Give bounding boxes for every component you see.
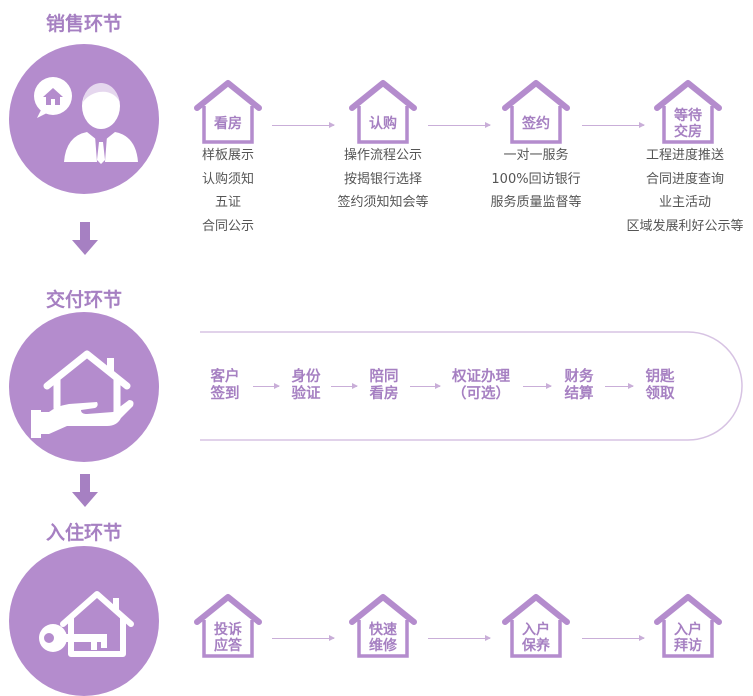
house-outline-icon (349, 594, 417, 658)
checkin-section-title: 入住环节 (45, 522, 122, 544)
sales-step-sign: 签约 (501, 78, 571, 148)
checkin-step-label: 入户保养 (522, 622, 550, 654)
checkin-step-visit: 入户拜访 (653, 592, 723, 662)
checkin-step-label: 快速维修 (369, 622, 397, 654)
sales-step-details: 工程进度推送 合同进度查询 业主活动 区域发展利好公示等 (626, 148, 744, 234)
sales-step-view: 看房 (193, 78, 263, 148)
flow-arrow (410, 383, 441, 389)
sales-step-details: 操作流程公示 按揭银行选择 签约须知知会等 (337, 148, 429, 210)
flow-arrow (523, 383, 552, 389)
flow-arrow (253, 383, 280, 389)
checkin-step-maintenance: 入户保养 (501, 592, 571, 662)
sales-section-title: 销售环节 (45, 13, 122, 35)
house-outline-icon (654, 80, 722, 144)
flow-arrow (428, 635, 491, 641)
flow-arrow (582, 635, 645, 641)
flow-arrow (331, 383, 358, 389)
delivery-step: 钥匙领取 (645, 369, 675, 402)
checkin-step-label: 投诉应答 (214, 622, 242, 654)
delivery-step: 陪同看房 (369, 369, 399, 402)
delivery-section-title: 交付环节 (45, 289, 122, 311)
delivery-step: 权证办理（可选） (452, 369, 510, 402)
house-outline-icon (502, 594, 570, 658)
agent-house-icon (34, 77, 138, 164)
checkin-step-repair: 快速维修 (348, 592, 418, 662)
house-outline-icon (194, 594, 262, 658)
down-arrow-icon (72, 474, 98, 507)
delivery-step: 客户签到 (210, 369, 240, 402)
flow-arrow (582, 122, 645, 128)
house-outline-icon (502, 80, 570, 144)
sales-step-subscribe: 认购 (348, 78, 418, 148)
delivery-step: 身份验证 (291, 369, 321, 402)
delivery-flow-frame (200, 331, 743, 441)
flow-arrow (272, 635, 335, 641)
sales-step-await: 等待 交房 (653, 78, 723, 148)
house-outline-icon (654, 594, 722, 658)
hand-house-icon (31, 350, 134, 438)
sales-step-label: 看房 (214, 116, 242, 132)
flow-arrow (428, 122, 491, 128)
house-outline-icon (349, 80, 417, 144)
delivery-step: 财务结算 (564, 369, 594, 402)
sales-step-label: 签约 (522, 116, 550, 132)
house-outline-icon (194, 80, 262, 144)
sales-circle (9, 44, 159, 194)
sales-step-details: 样板展示 认购须知 五证 合同公示 (201, 148, 254, 234)
checkin-step-complaint: 投诉应答 (193, 592, 263, 662)
checkin-circle (9, 546, 159, 696)
delivery-circle (9, 312, 159, 462)
key-house-icon (39, 591, 134, 657)
flow-arrow (272, 122, 335, 128)
sales-step-label: 认购 (369, 116, 397, 132)
sales-step-label: 等待 交房 (674, 108, 702, 140)
down-arrow-icon (72, 222, 98, 255)
flow-arrow (605, 383, 634, 389)
sales-step-details: 一对一服务 100%回访银行 服务质量监督等 (490, 148, 582, 210)
checkin-step-label: 入户拜访 (674, 622, 702, 654)
